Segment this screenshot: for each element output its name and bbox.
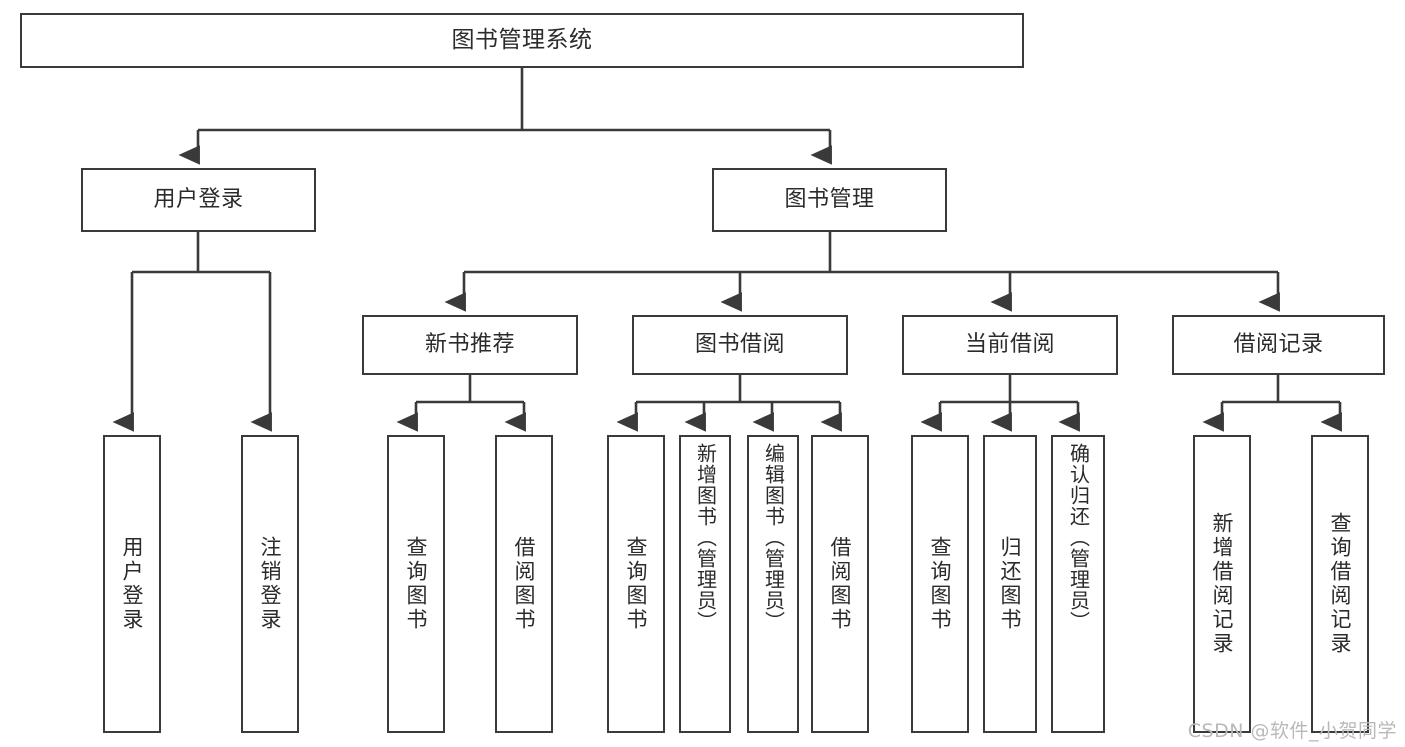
leaf-query-book-1[interactable]: 查询图书 [387, 435, 445, 733]
node-current-borrow[interactable]: 当前借阅 [902, 315, 1118, 375]
node-user-login[interactable]: 用户登录 [81, 168, 316, 232]
node-label: 查询图书 [624, 536, 649, 632]
node-label: 当前借阅 [964, 331, 1055, 357]
node-label: 编辑图书（管理员） [761, 443, 786, 632]
leaf-borrow-book-1[interactable]: 借阅图书 [495, 435, 553, 733]
node-label: 新增借阅记录 [1210, 512, 1235, 656]
node-label: 借阅图书 [512, 536, 537, 632]
node-label: 新书推荐 [424, 331, 515, 357]
leaf-borrow-book-2[interactable]: 借阅图书 [811, 435, 869, 733]
node-label: 确认归还（管理员） [1066, 443, 1091, 632]
leaf-add-book[interactable]: 新增图书（管理员） [679, 435, 731, 733]
leaf-user-login[interactable]: 用户登录 [103, 435, 161, 733]
node-new-book-rec[interactable]: 新书推荐 [362, 315, 578, 375]
leaf-user-logout[interactable]: 注销登录 [241, 435, 299, 733]
node-label: 注销登录 [258, 536, 283, 632]
leaf-edit-book[interactable]: 编辑图书（管理员） [747, 435, 799, 733]
node-label: 借阅图书 [828, 536, 853, 632]
node-label: 查询借阅记录 [1328, 512, 1353, 656]
node-label: 借阅记录 [1233, 331, 1324, 357]
csdn-watermark: CSDN @软件_小贺同学 [1187, 720, 1397, 742]
node-book-manage[interactable]: 图书管理 [712, 168, 947, 232]
leaf-query-book-2[interactable]: 查询图书 [607, 435, 665, 733]
node-label: 查询图书 [404, 536, 429, 632]
leaf-return-book[interactable]: 归还图书 [983, 435, 1037, 733]
leaf-confirm-return[interactable]: 确认归还（管理员） [1051, 435, 1105, 733]
node-root-system[interactable]: 图书管理系统 [20, 13, 1024, 68]
node-label: 归还图书 [998, 536, 1023, 632]
node-label: 新增图书（管理员） [693, 443, 718, 632]
node-label: 图书借阅 [694, 331, 785, 357]
node-book-borrow[interactable]: 图书借阅 [632, 315, 848, 375]
leaf-query-book-3[interactable]: 查询图书 [911, 435, 969, 733]
leaf-add-record[interactable]: 新增借阅记录 [1193, 435, 1251, 733]
node-borrow-record[interactable]: 借阅记录 [1172, 315, 1385, 375]
node-label: 用户登录 [153, 186, 244, 212]
node-label: 用户登录 [120, 536, 145, 632]
node-label: 图书管理系统 [451, 26, 593, 53]
leaf-query-record[interactable]: 查询借阅记录 [1311, 435, 1369, 733]
node-label: 查询图书 [928, 536, 953, 632]
node-label: 图书管理 [784, 186, 875, 212]
